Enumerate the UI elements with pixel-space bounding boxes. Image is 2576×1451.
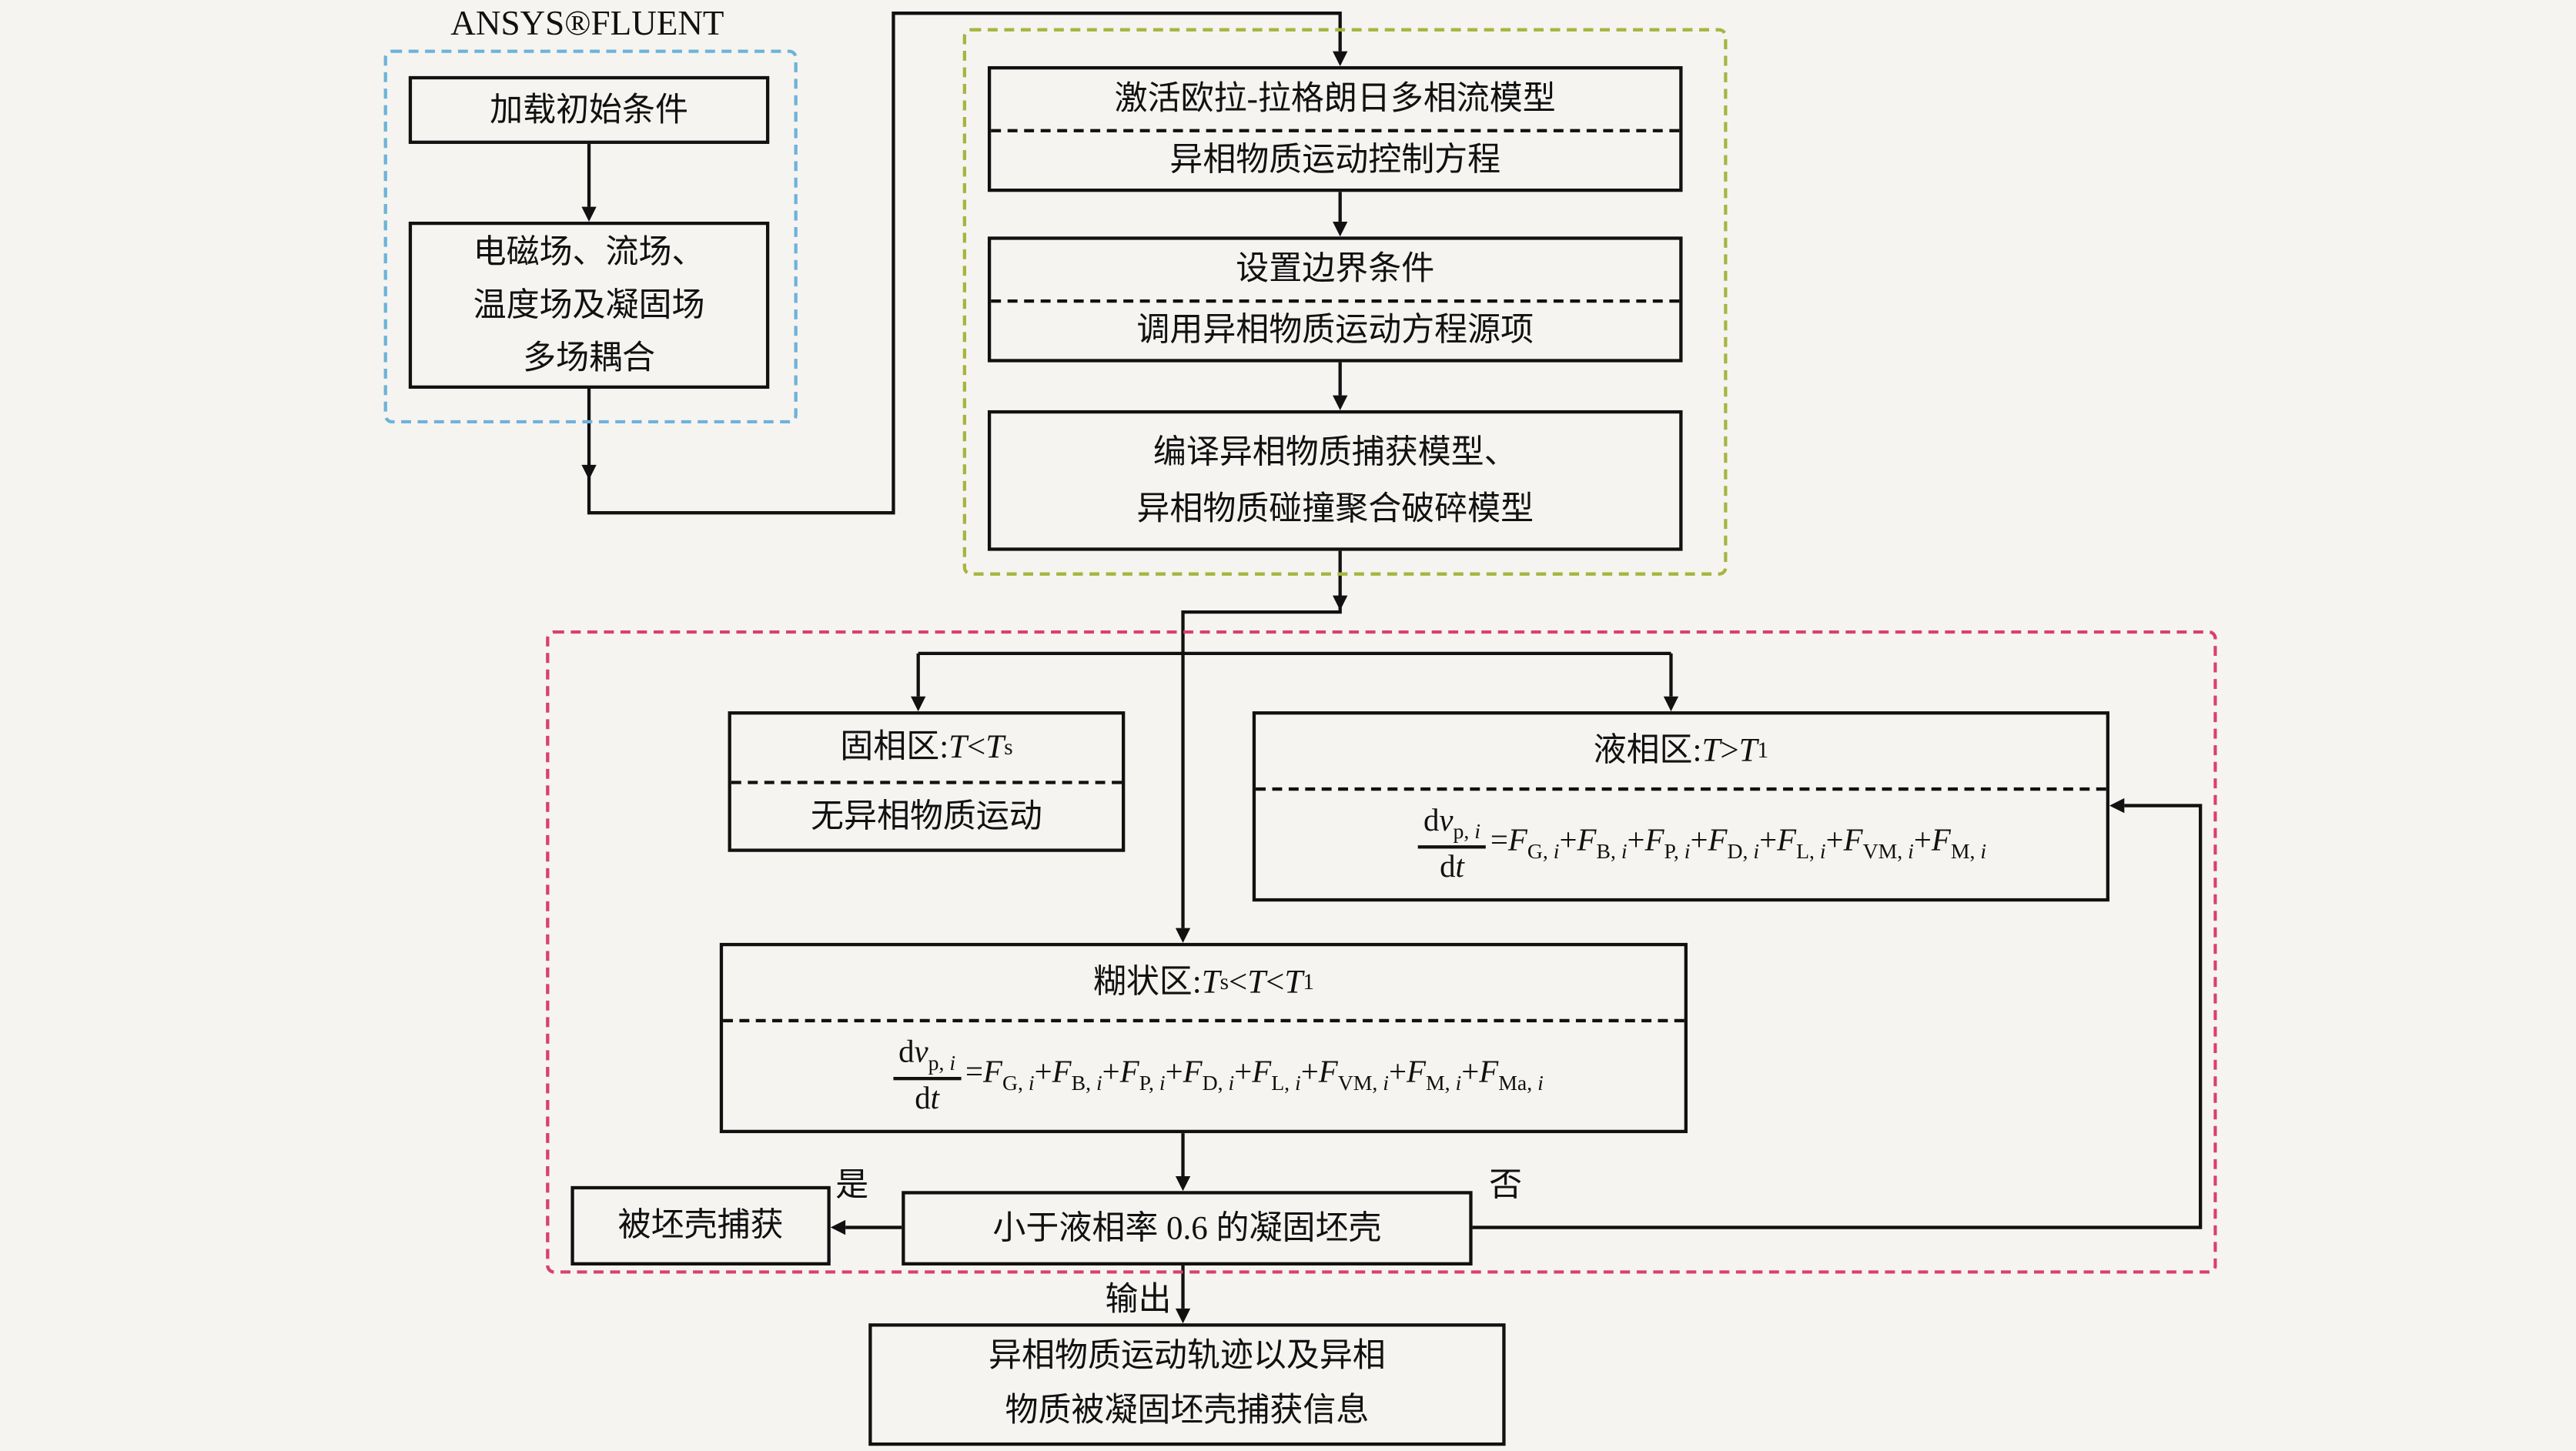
liquid-region-equation: dvp, i dt =FG, i+FB, i+FP, i+FD, i+FL, i… bbox=[1256, 791, 2106, 898]
model-setup-frame bbox=[962, 28, 1728, 576]
compile-line-2: 异相物质碰撞聚合破碎模型 bbox=[1136, 490, 1534, 527]
output-line-1: 异相物质运动轨迹以及异相 bbox=[989, 1338, 1386, 1375]
load-initial-conditions-box: 加载初始条件 bbox=[408, 75, 770, 144]
activate-model-bottom: 异相物质运动控制方程 bbox=[1169, 142, 1501, 179]
solid-region-body: 无异相物质运动 bbox=[811, 797, 1042, 835]
liquid-equation-fraction: dvp, i dt bbox=[1418, 804, 1486, 885]
activate-model-divider bbox=[991, 129, 1680, 132]
boundary-conditions-top: 设置边界条件 bbox=[1236, 251, 1435, 288]
coupling-line-2: 温度场及凝固场 bbox=[473, 286, 705, 324]
multifield-coupling-box: 电磁场、流场、 温度场及凝固场 多场耦合 bbox=[408, 221, 770, 389]
no-label: 否 bbox=[1489, 1168, 1523, 1205]
output-line-2: 物质被凝固坯壳捕获信息 bbox=[1005, 1392, 1370, 1429]
yes-label: 是 bbox=[835, 1168, 869, 1205]
ansys-fluent-title: ANSYS®FLUENT bbox=[450, 3, 724, 43]
activate-model-box: 激活欧拉-拉格朗日多相流模型 异相物质运动控制方程 bbox=[987, 65, 1683, 192]
liquid-region-divider bbox=[1256, 787, 2106, 791]
mushy-equation-rhs: =FG, i+FB, i+FP, i+FD, i+FL, i+FVM, i+FM… bbox=[965, 1055, 1544, 1095]
mushy-equation-fraction: dvp, i dt bbox=[893, 1035, 961, 1117]
liquid-fraction-numerator: dvp, i bbox=[1418, 804, 1486, 849]
mushy-fraction-numerator: dvp, i bbox=[893, 1035, 961, 1081]
solid-region-divider bbox=[731, 781, 1122, 784]
compile-line-1: 编译异相物质捕获模型、 bbox=[1153, 434, 1517, 471]
coupling-line-3: 多场耦合 bbox=[523, 339, 656, 376]
mushy-region-divider bbox=[723, 1018, 1684, 1023]
boundary-conditions-divider bbox=[991, 299, 1680, 303]
mushy-region-equation: dvp, i dt =FG, i+FB, i+FP, i+FD, i+FL, i… bbox=[723, 1022, 1684, 1130]
shell-condition-box: 小于液相率 0.6 的凝固坯壳 bbox=[902, 1191, 1473, 1265]
preprocess-frame bbox=[383, 49, 798, 424]
region-logic-frame bbox=[546, 630, 2217, 1274]
liquid-equation-rhs: =FG, i+FB, i+FP, i+FD, i+FL, i+FVM, i+FM… bbox=[1490, 824, 1987, 864]
output-result-box: 异相物质运动轨迹以及异相 物质被凝固坯壳捕获信息 bbox=[868, 1323, 1506, 1446]
liquid-fraction-denominator: dt bbox=[1440, 850, 1464, 885]
connector-condition-to-output bbox=[1175, 1265, 1191, 1324]
captured-by-shell-box: 被坯壳捕获 bbox=[570, 1185, 831, 1265]
boundary-conditions-box: 设置边界条件 调用异相物质运动方程源项 bbox=[987, 236, 1683, 363]
coupling-line-1: 电磁场、流场、 bbox=[473, 234, 705, 271]
output-label: 输出 bbox=[1105, 1282, 1172, 1319]
activate-model-top: 激活欧拉-拉格朗日多相流模型 bbox=[1114, 81, 1556, 118]
boundary-conditions-bottom: 调用异相物质运动方程源项 bbox=[1136, 313, 1534, 349]
mushy-fraction-denominator: dt bbox=[915, 1082, 939, 1117]
compile-models-box: 编译异相物质捕获模型、 异相物质碰撞聚合破碎模型 bbox=[987, 410, 1683, 551]
